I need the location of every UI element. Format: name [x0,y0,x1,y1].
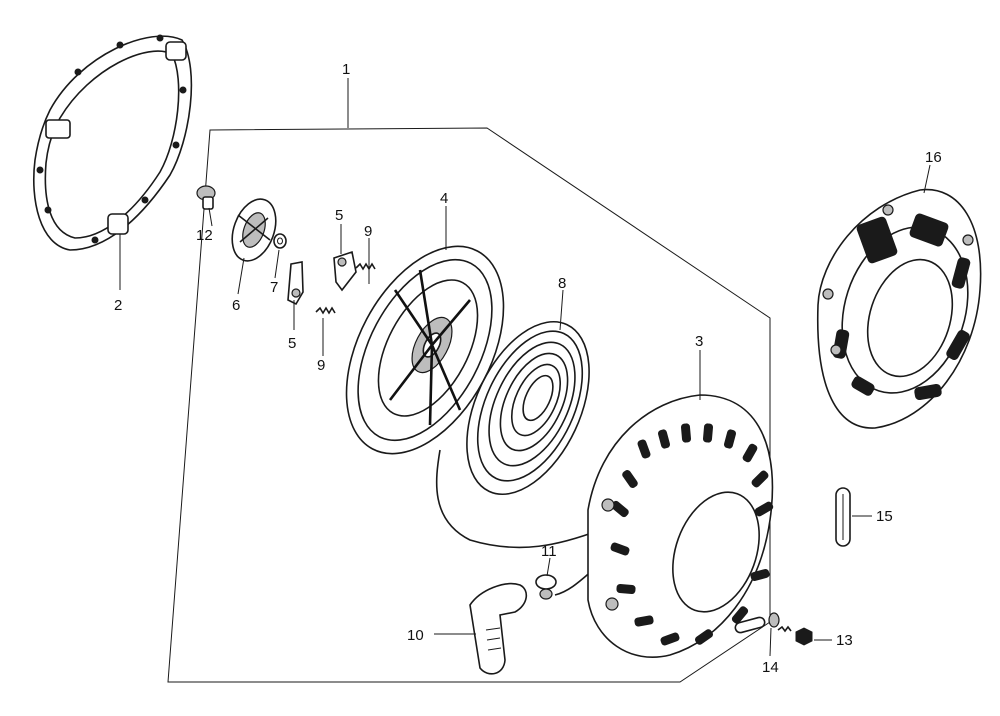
part-friction-plate [231,198,277,262]
part-spring-upper [355,262,376,271]
part-gasket-ring [32,34,193,251]
callout-14: 14 [762,659,779,676]
callout-6: 6 [232,297,240,314]
callout-5-upper: 5 [335,207,343,224]
callout-4: 4 [440,190,448,207]
part-starter-grip [469,583,528,675]
callout-labels: 1 2 3 4 5 5 6 7 8 9 9 10 11 12 13 14 15 … [114,61,942,676]
part-bolt-12 [196,185,216,210]
part-spiral-spring [466,320,590,496]
part-starter-housing [587,394,774,658]
callout-9-upper: 9 [364,223,372,240]
callout-12: 12 [196,227,213,244]
callout-10: 10 [407,627,424,644]
part-collar-14 [734,612,780,634]
callout-9-lower: 9 [317,357,325,374]
callout-16: 16 [925,149,942,166]
callout-3: 3 [695,333,703,350]
callout-5-lower: 5 [288,335,296,352]
callout-13: 13 [836,632,853,649]
part-rope-clip [535,574,557,600]
callout-11: 11 [541,543,557,560]
part-bolt-13 [777,625,813,646]
part-washer [273,233,287,249]
leader-lines [119,78,931,657]
part-spring-lower [315,306,336,315]
callout-8: 8 [558,275,566,292]
callout-7: 7 [270,279,278,296]
callout-1: 1 [342,61,350,78]
callout-15: 15 [876,508,893,525]
part-ratchet-pawl-upper [333,250,357,292]
part-fan-cover [816,188,982,429]
callout-2: 2 [114,297,122,314]
part-pin-15 [835,487,851,547]
part-ratchet-pawl-lower [287,261,304,306]
